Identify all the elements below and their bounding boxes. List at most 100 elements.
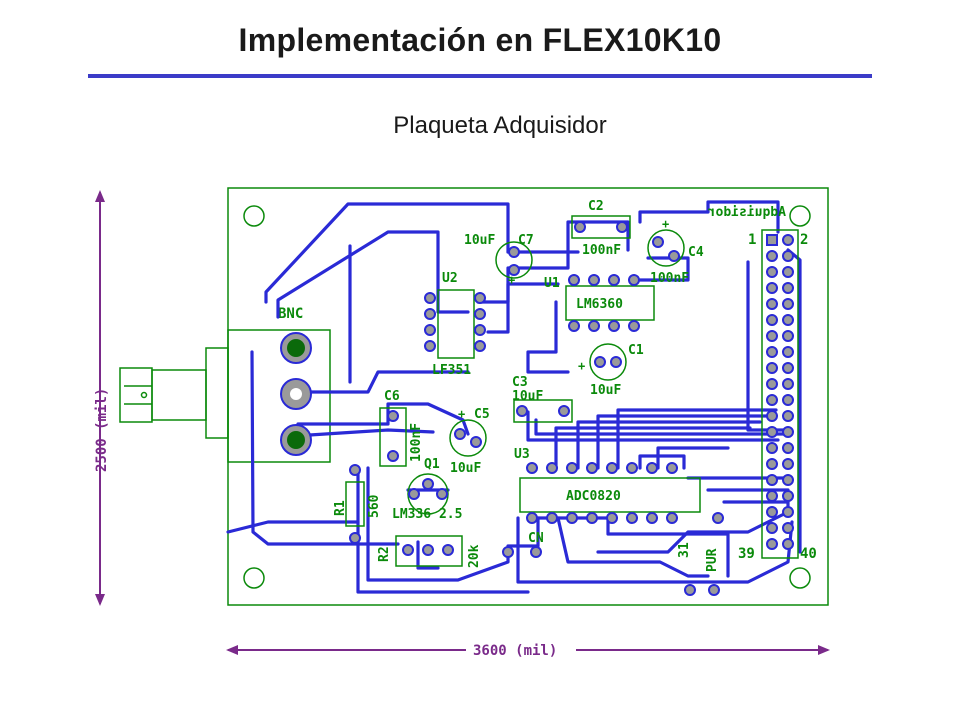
title-underline bbox=[88, 74, 872, 78]
svg-text:+: + bbox=[508, 273, 515, 287]
header-40pin bbox=[761, 229, 799, 559]
header-pad bbox=[782, 522, 794, 534]
r1-ref: R1 bbox=[333, 500, 348, 516]
header-pad bbox=[782, 234, 794, 246]
c1-capacitor bbox=[589, 343, 627, 381]
c4-value: 10uF bbox=[512, 389, 543, 404]
header-pad bbox=[782, 330, 794, 342]
c7-ref: C7 bbox=[518, 233, 534, 248]
header-pad bbox=[782, 282, 794, 294]
header-pad bbox=[782, 474, 794, 486]
header-pin-1-label: 1 bbox=[748, 232, 756, 248]
header-pin-39-label: 39 bbox=[738, 546, 755, 562]
r1-resistor bbox=[345, 464, 365, 544]
c3-value: 100nF bbox=[650, 271, 689, 286]
mounting-holes bbox=[243, 205, 811, 589]
header-pad bbox=[782, 394, 794, 406]
header-pad bbox=[766, 346, 778, 358]
svg-text:+: + bbox=[578, 359, 585, 373]
c2-value: 100nF bbox=[582, 243, 621, 258]
mirrored-board-name: Adquisidor bbox=[708, 205, 786, 220]
slide-title: Implementación en FLEX10K10 bbox=[238, 22, 722, 58]
u1-ic bbox=[565, 274, 655, 332]
header-pad bbox=[766, 538, 778, 550]
header-pad bbox=[782, 314, 794, 326]
svg-text:+: + bbox=[662, 217, 669, 231]
r2-value: 20k bbox=[467, 544, 482, 568]
header-pad bbox=[782, 266, 794, 278]
header-outline bbox=[761, 229, 799, 559]
cn-pads bbox=[502, 546, 542, 558]
header-pad bbox=[782, 298, 794, 310]
header-pin-2-label: 2 bbox=[800, 232, 808, 248]
misc-label-31: 31 bbox=[677, 542, 692, 558]
header-pad bbox=[766, 298, 778, 310]
u2-ref: U2 bbox=[442, 271, 458, 286]
c4-capacitor bbox=[513, 399, 573, 423]
c6-ref: C6 bbox=[384, 389, 400, 404]
pur-jumper bbox=[684, 512, 724, 596]
c5-value: 10uF bbox=[450, 461, 481, 476]
header-pad bbox=[766, 426, 778, 438]
header-pin-40-label: 40 bbox=[800, 546, 817, 562]
header-pad bbox=[782, 346, 794, 358]
header-pad bbox=[782, 538, 794, 550]
header-pad bbox=[766, 410, 778, 422]
pcb-layout: 2500 (mil) 3600 (mil) BNC bbox=[88, 172, 834, 667]
header-pad bbox=[766, 522, 778, 534]
c2-capacitor bbox=[571, 215, 631, 239]
dimension-width-label: 3600 (mil) bbox=[473, 643, 557, 659]
c6-value: 100nF bbox=[409, 423, 424, 462]
header-pad bbox=[782, 426, 794, 438]
header-pad bbox=[782, 442, 794, 454]
c3-ref: C4 bbox=[688, 245, 704, 260]
c7-value: 10uF bbox=[464, 233, 495, 248]
u3-adc bbox=[519, 462, 701, 524]
dimension-height-label: 2500 (mil) bbox=[94, 388, 110, 472]
header-pad bbox=[766, 442, 778, 454]
header-pad bbox=[782, 458, 794, 470]
header-pad bbox=[782, 378, 794, 390]
c1-value: 10uF bbox=[590, 383, 621, 398]
header-pad bbox=[782, 490, 794, 502]
slide-subtitle: Plaqueta Adquisidor bbox=[393, 112, 607, 139]
u3-value: ADC0820 bbox=[566, 489, 621, 504]
header-pad bbox=[766, 378, 778, 390]
u2-ic bbox=[424, 289, 486, 359]
header-pad bbox=[766, 250, 778, 262]
q1-value: LM336 2.5 bbox=[392, 507, 462, 522]
header-pad bbox=[766, 282, 778, 294]
u3-ref: U3 bbox=[514, 447, 530, 462]
c3-capacitor bbox=[647, 229, 685, 267]
dimension-vertical bbox=[95, 190, 105, 606]
header-pad bbox=[766, 490, 778, 502]
svg-text:+: + bbox=[458, 407, 465, 421]
header-pad bbox=[766, 474, 778, 486]
c1-ref: C1 bbox=[628, 343, 644, 358]
header-pad bbox=[766, 314, 778, 326]
pur-ref: PUR bbox=[705, 548, 720, 572]
header-pad bbox=[766, 458, 778, 470]
u1-ref: U1 bbox=[544, 276, 560, 291]
bnc-connector-body bbox=[119, 329, 331, 463]
c5-capacitor bbox=[449, 419, 487, 457]
header-pad bbox=[766, 394, 778, 406]
header-pad bbox=[766, 330, 778, 342]
polarity-marks: + + + + bbox=[458, 217, 669, 421]
r1-value: 560 bbox=[367, 494, 382, 518]
header-pad bbox=[782, 506, 794, 518]
c2-ref: C2 bbox=[588, 199, 604, 214]
header-pad bbox=[766, 506, 778, 518]
bnc-label: BNC bbox=[278, 306, 303, 322]
c6-capacitor bbox=[379, 407, 407, 467]
bnc-pads bbox=[280, 332, 312, 456]
q1-ref: Q1 bbox=[424, 457, 440, 472]
header-pad bbox=[782, 362, 794, 374]
q1-reference bbox=[407, 473, 449, 515]
header-pad bbox=[766, 266, 778, 278]
c7-capacitor bbox=[495, 241, 533, 279]
cn-ref: CN bbox=[528, 531, 544, 546]
r2-ref: R2 bbox=[377, 546, 392, 562]
header-pad bbox=[782, 410, 794, 422]
u2-value: LF351 bbox=[432, 363, 471, 378]
